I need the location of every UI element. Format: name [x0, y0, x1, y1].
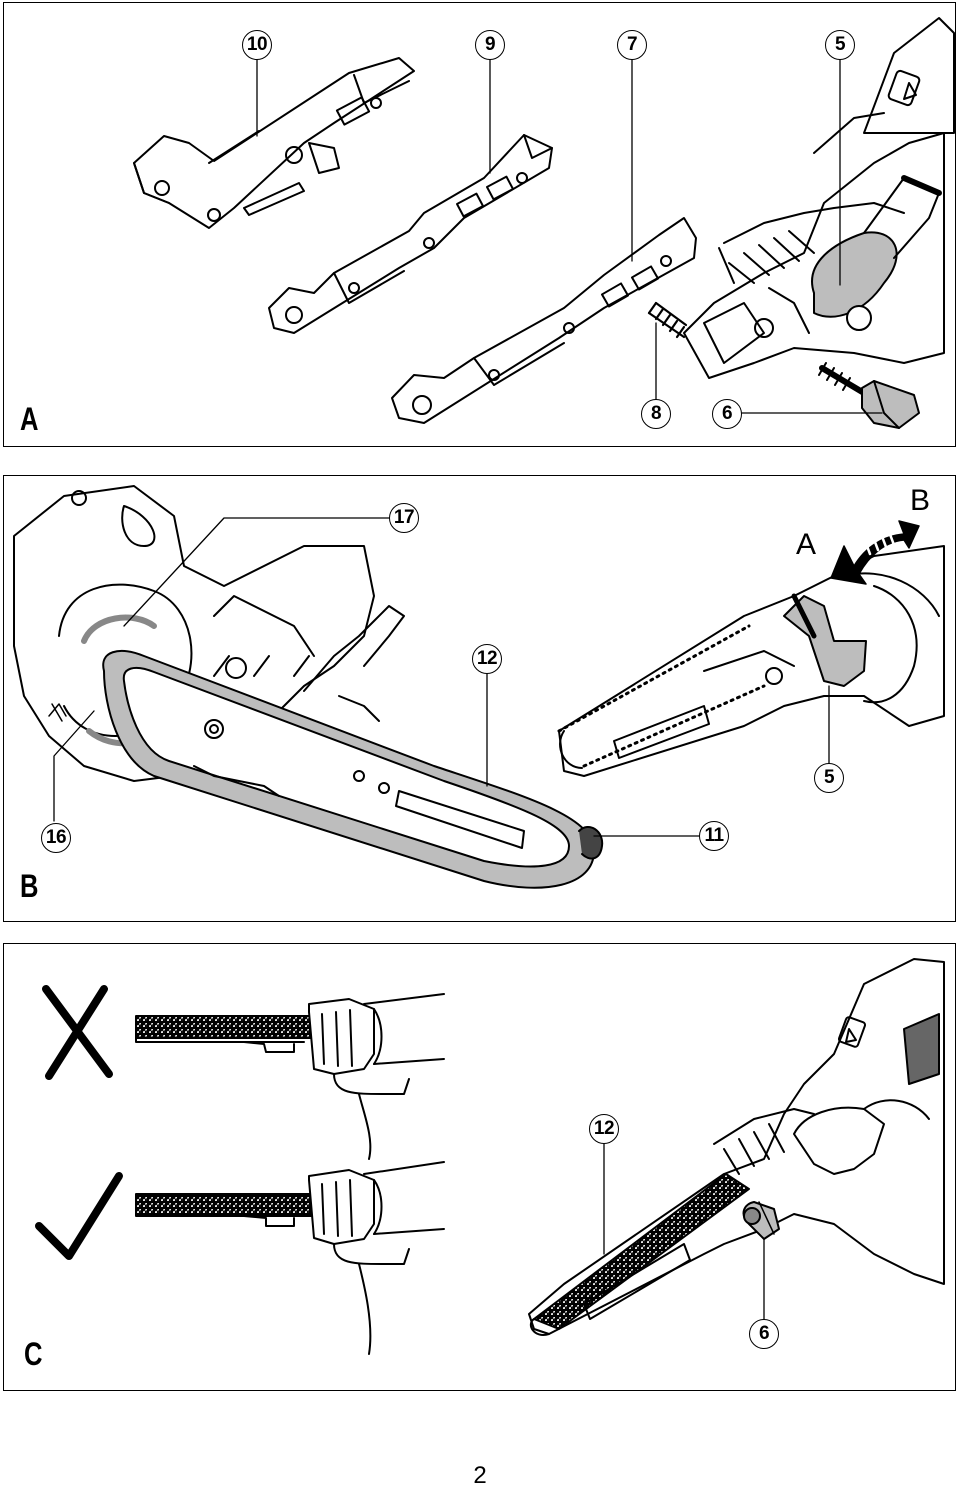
- callout-leaders-c: [603, 1143, 765, 1320]
- position-b-label: B: [910, 484, 931, 517]
- arm-10-drawing: [133, 57, 415, 229]
- callout-9: 9: [475, 30, 505, 60]
- figure-a-label: A: [20, 401, 39, 437]
- figure-a-drawing: [133, 17, 955, 429]
- figure-a-panel: 10 9 7 5 8 6 A: [3, 2, 956, 447]
- figure-c-panel: 12 6 C: [3, 943, 956, 1391]
- figure-b-drawing: [13, 485, 945, 889]
- belt-misaligned-drawing: [135, 993, 445, 1160]
- callout-5: 5: [814, 763, 844, 793]
- callout-7: 7: [617, 30, 647, 60]
- figure-b-label: B: [20, 868, 39, 904]
- correct-check-icon: [35, 1172, 123, 1260]
- callout-16: 16: [41, 823, 71, 853]
- tool-belt-tensioning-drawing: [13, 485, 604, 889]
- screw-6-drawing: [818, 362, 920, 429]
- callout-10: 10: [242, 30, 272, 60]
- rotation-arrow: [830, 520, 920, 585]
- position-a-label: A: [796, 528, 817, 561]
- figure-c-label: C: [24, 1336, 43, 1372]
- callout-leaders-b: [53, 517, 830, 837]
- figure-b-panel: 17 12 5 16 11 A B B: [3, 475, 956, 922]
- callout-12: 12: [472, 644, 502, 674]
- tool-adjusted-drawing: [528, 958, 945, 1336]
- callout-6: 6: [749, 1319, 779, 1349]
- callout-5: 5: [825, 30, 855, 60]
- arm-7-drawing: [391, 217, 697, 424]
- callout-11: 11: [699, 821, 729, 851]
- callout-6: 6: [712, 399, 742, 429]
- callout-12: 12: [589, 1114, 619, 1144]
- belt-aligned-drawing: [135, 1161, 445, 1355]
- wrong-cross-icon: [42, 985, 113, 1080]
- tool-side-view-drawing: [557, 545, 945, 777]
- callout-leaders-a: [256, 58, 883, 414]
- figure-c-drawing: [35, 958, 945, 1355]
- page-number: 2: [473, 1462, 487, 1489]
- callout-17: 17: [389, 503, 419, 533]
- spring-8-drawing: [647, 301, 688, 339]
- arm-9-drawing: [268, 134, 553, 334]
- tool-body-drawing: [683, 17, 955, 379]
- callout-8: 8: [641, 399, 671, 429]
